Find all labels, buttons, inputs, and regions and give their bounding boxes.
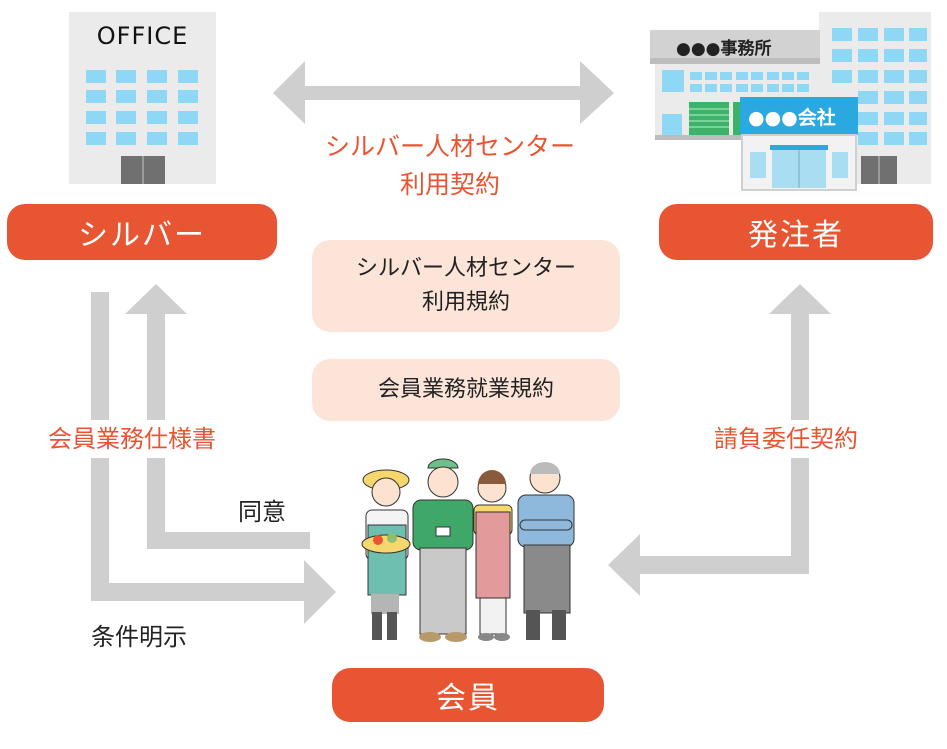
office-building-icon: [69, 12, 216, 184]
contract-silver-client: シルバー人材センター 利用契約: [324, 132, 575, 199]
party-silver: シルバー: [7, 204, 277, 260]
party-member: 会員: [332, 668, 604, 722]
party-client: 発注者: [659, 204, 933, 260]
label-agree: 同意: [238, 498, 286, 526]
rule-box-member-work: 会員業務就業規約: [312, 359, 620, 421]
contract-client-member: 請負委任契約: [710, 420, 862, 458]
client-buildings-icon: [650, 12, 931, 191]
company-sign-client: ●●●会社: [748, 107, 836, 129]
office-sign-client: ●●●事務所: [676, 39, 772, 59]
contract-member-spec: 会員業務仕様書: [44, 420, 220, 458]
label-conditions: 条件明示: [91, 623, 187, 651]
double-arrow-silver-client: [273, 61, 614, 124]
office-sign: OFFICE: [96, 22, 189, 50]
arrow-client-member: [608, 284, 831, 596]
rule-box-silver-center: シルバー人材センター 利用規約: [312, 240, 620, 332]
arrow-conditions: [91, 292, 336, 624]
